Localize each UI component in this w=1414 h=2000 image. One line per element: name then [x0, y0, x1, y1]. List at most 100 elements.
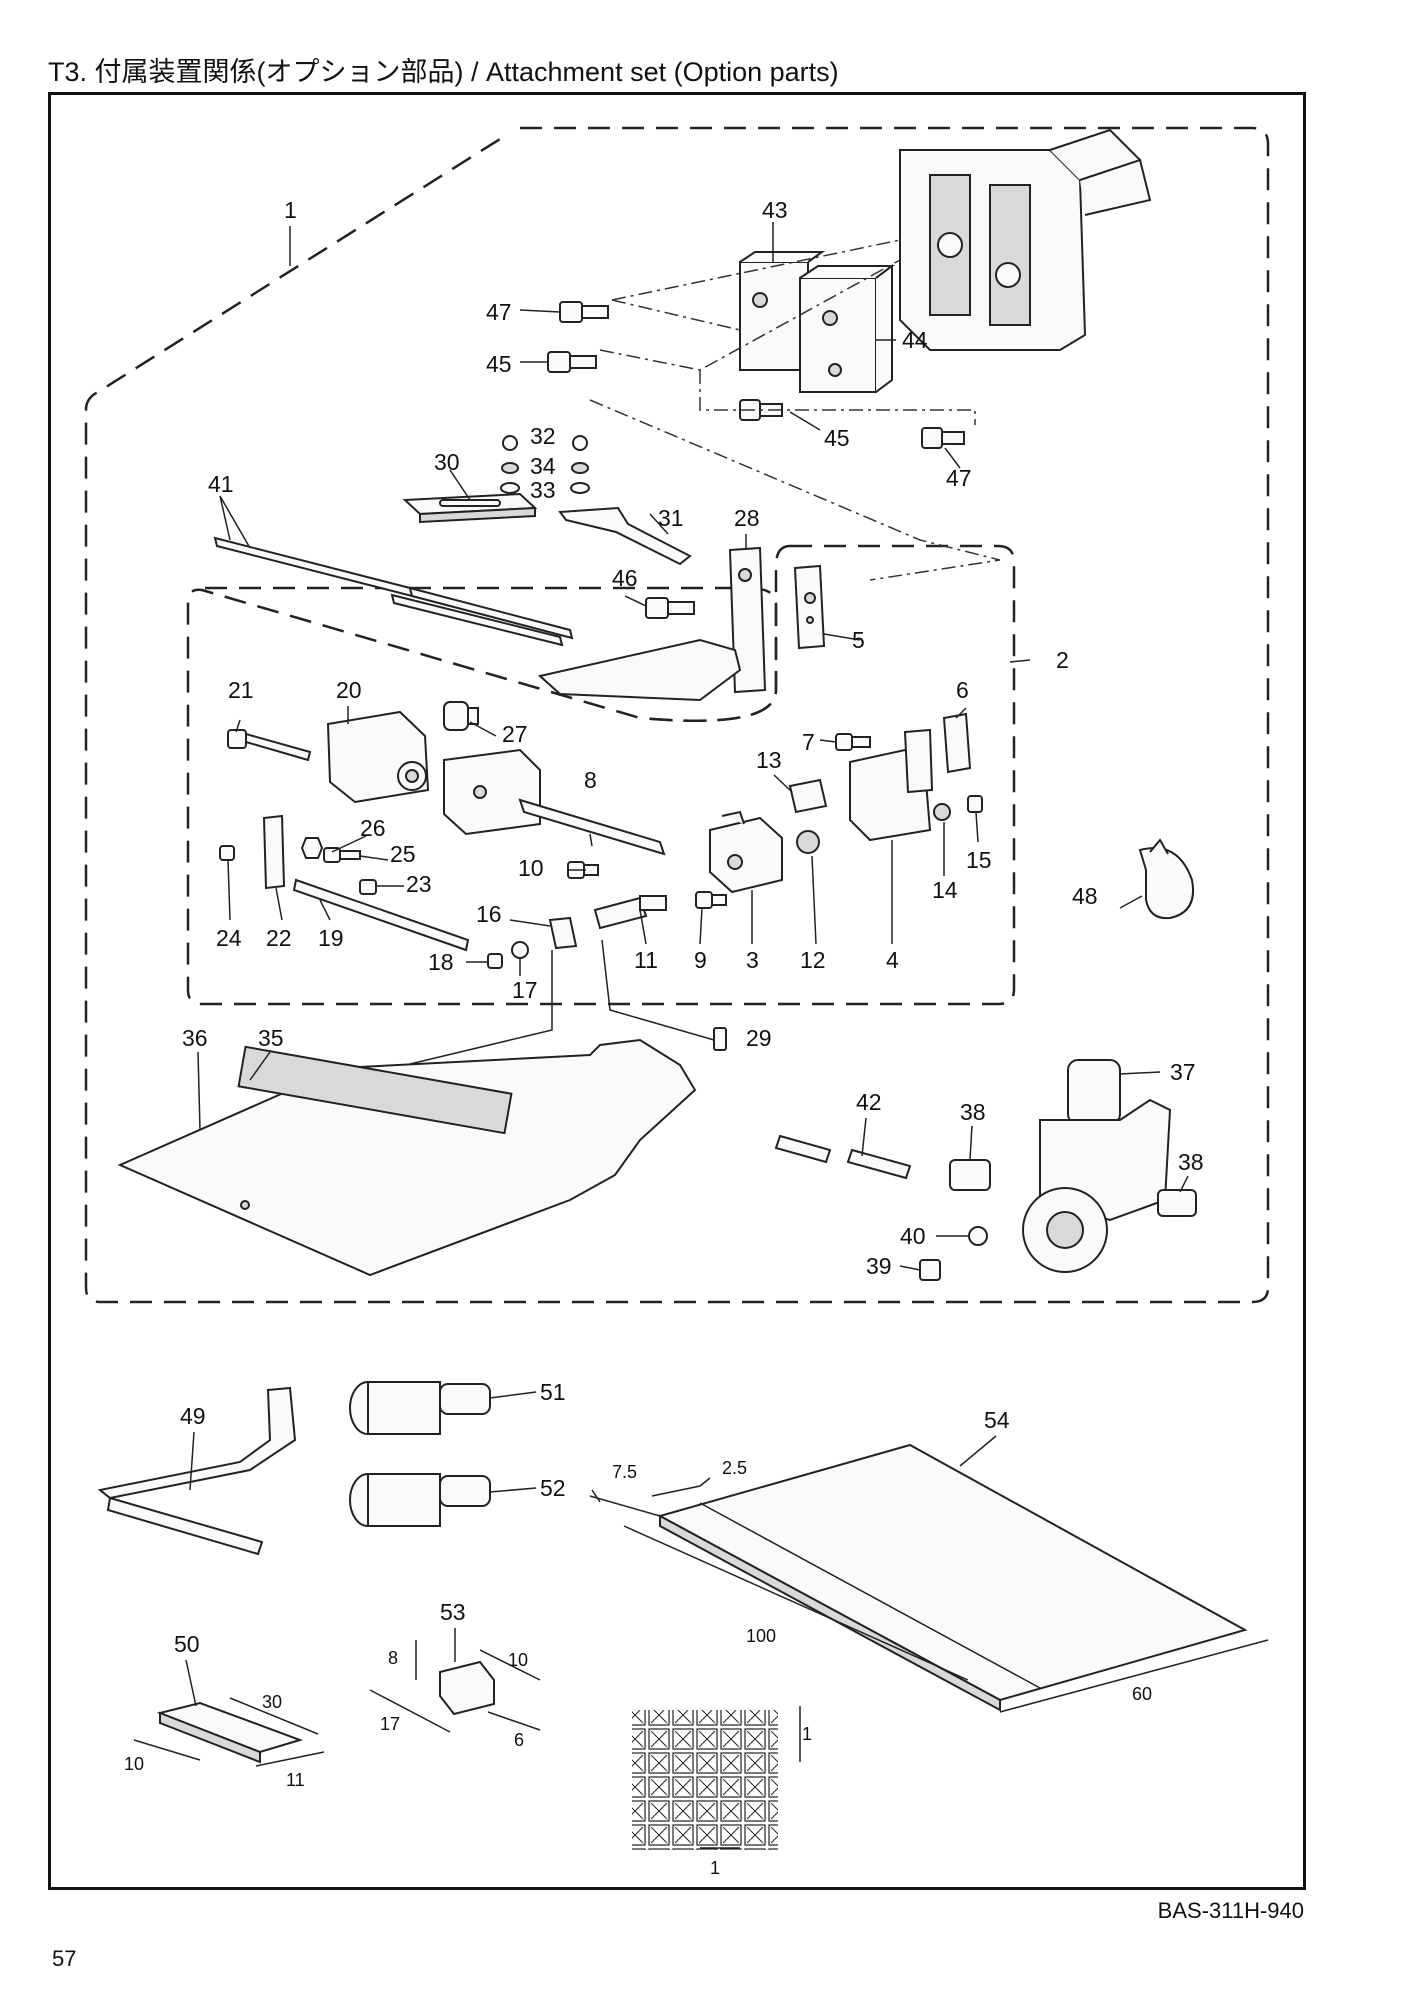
part-11 [593, 895, 667, 930]
callout-45-top: 45 [486, 351, 512, 377]
group-outline-sub [205, 586, 778, 723]
callout-4: 4 [886, 947, 899, 973]
dim-54-7-5: 7.5 [612, 1462, 637, 1482]
plate-8 [443, 748, 666, 856]
callout-41: 41 [208, 471, 234, 497]
callout-22: 22 [266, 925, 292, 951]
fitting-38-left [949, 1159, 991, 1191]
screw-23 [359, 879, 377, 895]
callout-6: 6 [956, 677, 969, 703]
dim-50-11: 11 [286, 1770, 305, 1790]
callout-16: 16 [476, 901, 502, 927]
part-13 [788, 778, 828, 814]
callout-44: 44 [902, 327, 928, 353]
dim-54-100: 100 [746, 1626, 776, 1646]
bracket-28 [537, 546, 767, 702]
fitting-38-right [1157, 1189, 1197, 1217]
dimension-lines [133, 1477, 1269, 1849]
callout-7: 7 [802, 729, 815, 755]
callout-13: 13 [756, 747, 782, 773]
block-3 [709, 810, 783, 894]
callout-48: 48 [1072, 883, 1098, 909]
screw-46 [645, 597, 695, 619]
callout-12: 12 [800, 947, 826, 973]
washer-40 [968, 1226, 988, 1246]
dim-53-6: 6 [514, 1730, 524, 1750]
dim-53-17: 17 [380, 1714, 400, 1734]
callout-2: 2 [1056, 647, 1069, 673]
screw-7 [835, 733, 871, 751]
callout-19: 19 [318, 925, 344, 951]
screw-45-top [547, 351, 597, 373]
callout-21: 21 [228, 677, 254, 703]
callout-25: 25 [390, 841, 416, 867]
callout-54: 54 [984, 1407, 1010, 1433]
dim-54-2-5: 2.5 [722, 1458, 747, 1478]
part-52 [349, 1473, 491, 1527]
callout-32: 32 [530, 423, 556, 449]
block-6 [942, 712, 972, 774]
dim-53-8: 8 [388, 1648, 398, 1668]
fitting-27 [443, 701, 479, 731]
document-code: BAS-311H-940 [1157, 1898, 1304, 1923]
screw-47-top [559, 301, 609, 323]
screw-24 [219, 845, 235, 861]
callout-27: 27 [502, 721, 528, 747]
dim-50-30: 30 [262, 1692, 282, 1712]
callout-3: 3 [746, 947, 759, 973]
dim-54-60: 60 [1132, 1684, 1152, 1704]
callout-20: 20 [336, 677, 362, 703]
callout-10: 10 [518, 855, 544, 881]
callout-28: 28 [734, 505, 760, 531]
callout-53: 53 [440, 1599, 466, 1625]
callout-38-left: 38 [960, 1099, 986, 1125]
callout-49: 49 [180, 1403, 206, 1429]
screws-32-34-33 [500, 435, 590, 494]
callout-18: 18 [428, 949, 454, 975]
part-12 [796, 830, 820, 854]
plate-30 [402, 492, 538, 524]
dim-50-10: 10 [124, 1754, 144, 1774]
tubes-42 [774, 1134, 912, 1180]
dim-grid-1-bottom: 1 [710, 1858, 720, 1878]
callout-47-top: 47 [486, 299, 512, 325]
screw-18 [487, 953, 503, 969]
block-44 [799, 264, 895, 393]
screw-25 [323, 847, 361, 863]
bracket-49 [97, 1386, 297, 1556]
callout-14: 14 [932, 877, 958, 903]
callout-38-right: 38 [1178, 1149, 1204, 1175]
callout-43: 43 [762, 197, 788, 223]
callout-30: 30 [434, 449, 460, 475]
dim-grid-1-right: 1 [802, 1724, 812, 1744]
grid-detail [632, 1710, 778, 1850]
callout-37: 37 [1170, 1059, 1196, 1085]
callout-15: 15 [966, 847, 992, 873]
callout-50: 50 [174, 1631, 200, 1657]
leader-lines [185, 222, 1189, 1707]
assembly-line-45 [599, 259, 976, 425]
callout-9: 9 [694, 947, 707, 973]
screw-9 [695, 891, 727, 909]
block-50 [156, 1701, 304, 1764]
washer-17 [511, 941, 529, 959]
callout-52: 52 [540, 1475, 566, 1501]
block-16 [548, 916, 578, 950]
page-title: T3. 付属装置関係(オプション部品) / Attachment set (Op… [48, 57, 839, 87]
clamp-48 [1138, 838, 1194, 920]
arm-31 [558, 506, 692, 566]
rod-19 [292, 878, 470, 952]
plate-36 [117, 1038, 697, 1277]
callout-26: 26 [360, 815, 386, 841]
part-14 [933, 803, 951, 821]
screw-47-bottom [921, 427, 965, 449]
callout-8: 8 [584, 767, 597, 793]
callout-47-bottom: 47 [946, 465, 972, 491]
callout-1: 1 [284, 197, 297, 223]
group-outline-1 [84, 126, 1270, 1304]
callout-24: 24 [216, 925, 242, 951]
block-53 [439, 1660, 495, 1716]
screw-15 [967, 795, 983, 813]
valve-37 [1022, 1059, 1172, 1273]
